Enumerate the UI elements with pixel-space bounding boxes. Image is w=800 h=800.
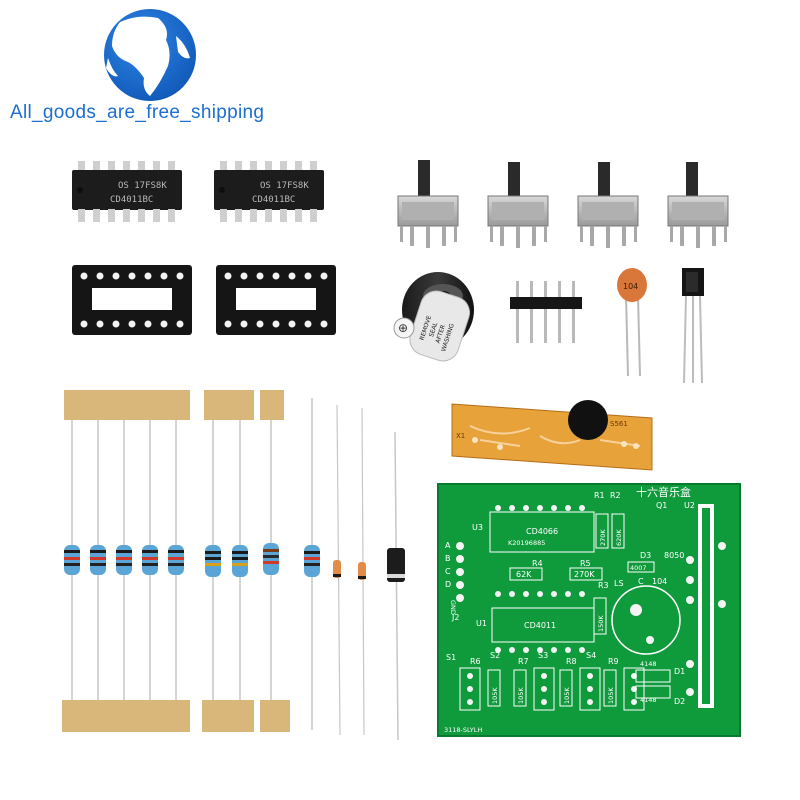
resistor: [116, 420, 132, 700]
pcb-title: 十六音乐盒: [636, 485, 691, 499]
pcb-label-a: A: [445, 541, 451, 550]
pcb-label-j2: J2: [451, 613, 459, 622]
pcb-label-4148-b: 4148: [640, 696, 657, 704]
chip-marking-1: OS 17FS8K: [118, 181, 167, 191]
pcb-label-cd4011: CD4011: [524, 621, 556, 630]
pcb-footer-label: 3118-SLYLH: [444, 726, 482, 734]
pcb-label-r2: R2: [610, 491, 621, 500]
resistor: [90, 420, 106, 700]
chip-pins-bottom: [78, 209, 175, 222]
pcb-label-4148-a: 4148: [640, 660, 657, 668]
pcb-label-cd4066: CD4066: [526, 527, 558, 536]
buzzer-text-line-2: SEAL: [428, 321, 440, 338]
chip-marking-2: CD4011BC: [252, 195, 295, 205]
pcb-label-r1: R1: [594, 491, 605, 500]
pcb-label-150k: 150K: [597, 615, 605, 632]
pcb-label-s4: S4: [586, 651, 596, 660]
pcb-right-pads: [686, 542, 726, 696]
pcb-label-r3: R3: [598, 581, 609, 590]
pcb-switch-footprints: [459, 667, 645, 711]
resistor: [205, 420, 221, 700]
resistor: [64, 420, 80, 700]
pcb-label-105k-c: 105K: [563, 687, 571, 704]
pcb-label-c-left: C: [445, 567, 451, 576]
pcb-label-d1: D1: [674, 667, 685, 676]
pcb-label-gnd: GND: [449, 600, 457, 615]
pcb-label-b: B: [445, 554, 451, 563]
resistor: [168, 420, 184, 700]
pcb-label-105k-d: 105K: [607, 687, 615, 704]
pcb-label-8050: 8050: [664, 551, 684, 560]
pcb-ic-pads: [495, 505, 585, 653]
resistor: [232, 420, 248, 700]
pcb-label-105k-b: 105K: [517, 687, 525, 704]
pcb-label-ls: LS: [614, 579, 624, 588]
pcb-label-u1: U1: [476, 619, 487, 628]
module-label-right: S561: [610, 420, 628, 428]
pcb-label-d2: D2: [674, 697, 685, 706]
pcb-label-r5: R5: [580, 559, 591, 568]
buzzer: REMOVE SEAL AFTER WASHING ⊕: [393, 272, 474, 362]
ceramic-capacitor: 104: [617, 268, 647, 377]
pcb-label-s2: S2: [490, 651, 500, 660]
diode: [358, 407, 366, 736]
slide-switch: [577, 162, 639, 248]
chip-pins-top: [78, 161, 175, 171]
pcb-label-620k: 620K: [615, 529, 623, 546]
chip-marking-2: CD4011BC: [110, 195, 153, 205]
slide-switch: [487, 162, 549, 248]
pcb-label-r9: R9: [608, 657, 619, 666]
pcb-label-4007: 4007: [630, 564, 647, 572]
resistor-strip-middle: [202, 390, 254, 732]
pcb-label-r4: R4: [532, 559, 543, 568]
globe-logo-icon: [104, 9, 196, 101]
pcb-label-s3: S3: [538, 651, 548, 660]
transistor: [682, 268, 704, 384]
brand-tagline: All_goods_are_free_shipping: [10, 102, 265, 123]
pcb-label-d: D: [445, 580, 451, 589]
pcb-label-q1: Q1: [656, 501, 667, 510]
pcb-label-270k-b: 270K: [599, 529, 607, 546]
main-pcb: 十六音乐盒 R1 R2 Q1 U2 U3 CD4066 K20196885 R4…: [437, 483, 741, 737]
module-label-left: X1: [456, 432, 465, 440]
pcb-label-270k-a: 270K: [574, 570, 595, 579]
ic-socket: [72, 265, 192, 335]
resistor: [263, 420, 279, 700]
pcb-label-k20196885: K20196885: [508, 539, 545, 547]
resistor: [304, 398, 320, 730]
pcb-label-r6: R6: [470, 657, 481, 666]
pcb-label-104: 104: [652, 577, 667, 586]
pcb-label-105k-a: 105K: [491, 687, 499, 704]
plus-icon: ⊕: [398, 321, 408, 335]
pin-header: [510, 281, 582, 343]
capacitor-label: 104: [623, 282, 638, 291]
ic-chip: OS 17FS8K CD4011BC: [214, 161, 324, 222]
diode: [333, 404, 341, 736]
chip-marking-1: OS 17FS8K: [260, 181, 309, 191]
pcb-label-62k: 62K: [516, 570, 532, 579]
slide-switch: [397, 160, 459, 248]
pcb-label-r8: R8: [566, 657, 577, 666]
pcb-label-c: C: [638, 577, 644, 586]
resistor: [142, 420, 158, 700]
pcb-label-s1: S1: [446, 653, 456, 662]
rectifier-diode: [387, 431, 405, 741]
pcb-label-d3: D3: [640, 551, 651, 560]
chip-pins-bottom: [220, 209, 317, 222]
ic-socket: [216, 265, 336, 335]
chip-pins-top: [220, 161, 317, 171]
resistor-strip-single: [260, 390, 290, 732]
pcb-label-u2: U2: [684, 501, 695, 510]
pcb-header-pads: [456, 542, 464, 602]
pcb-label-r7: R7: [518, 657, 529, 666]
ic-chip: OS 17FS8K CD4011BC: [72, 161, 182, 222]
pcb-label-u3: U3: [472, 523, 483, 532]
resistor-strip-left: [62, 390, 190, 732]
slide-switch: [667, 162, 729, 248]
sound-module-pcb: X1 S561: [451, 400, 653, 471]
